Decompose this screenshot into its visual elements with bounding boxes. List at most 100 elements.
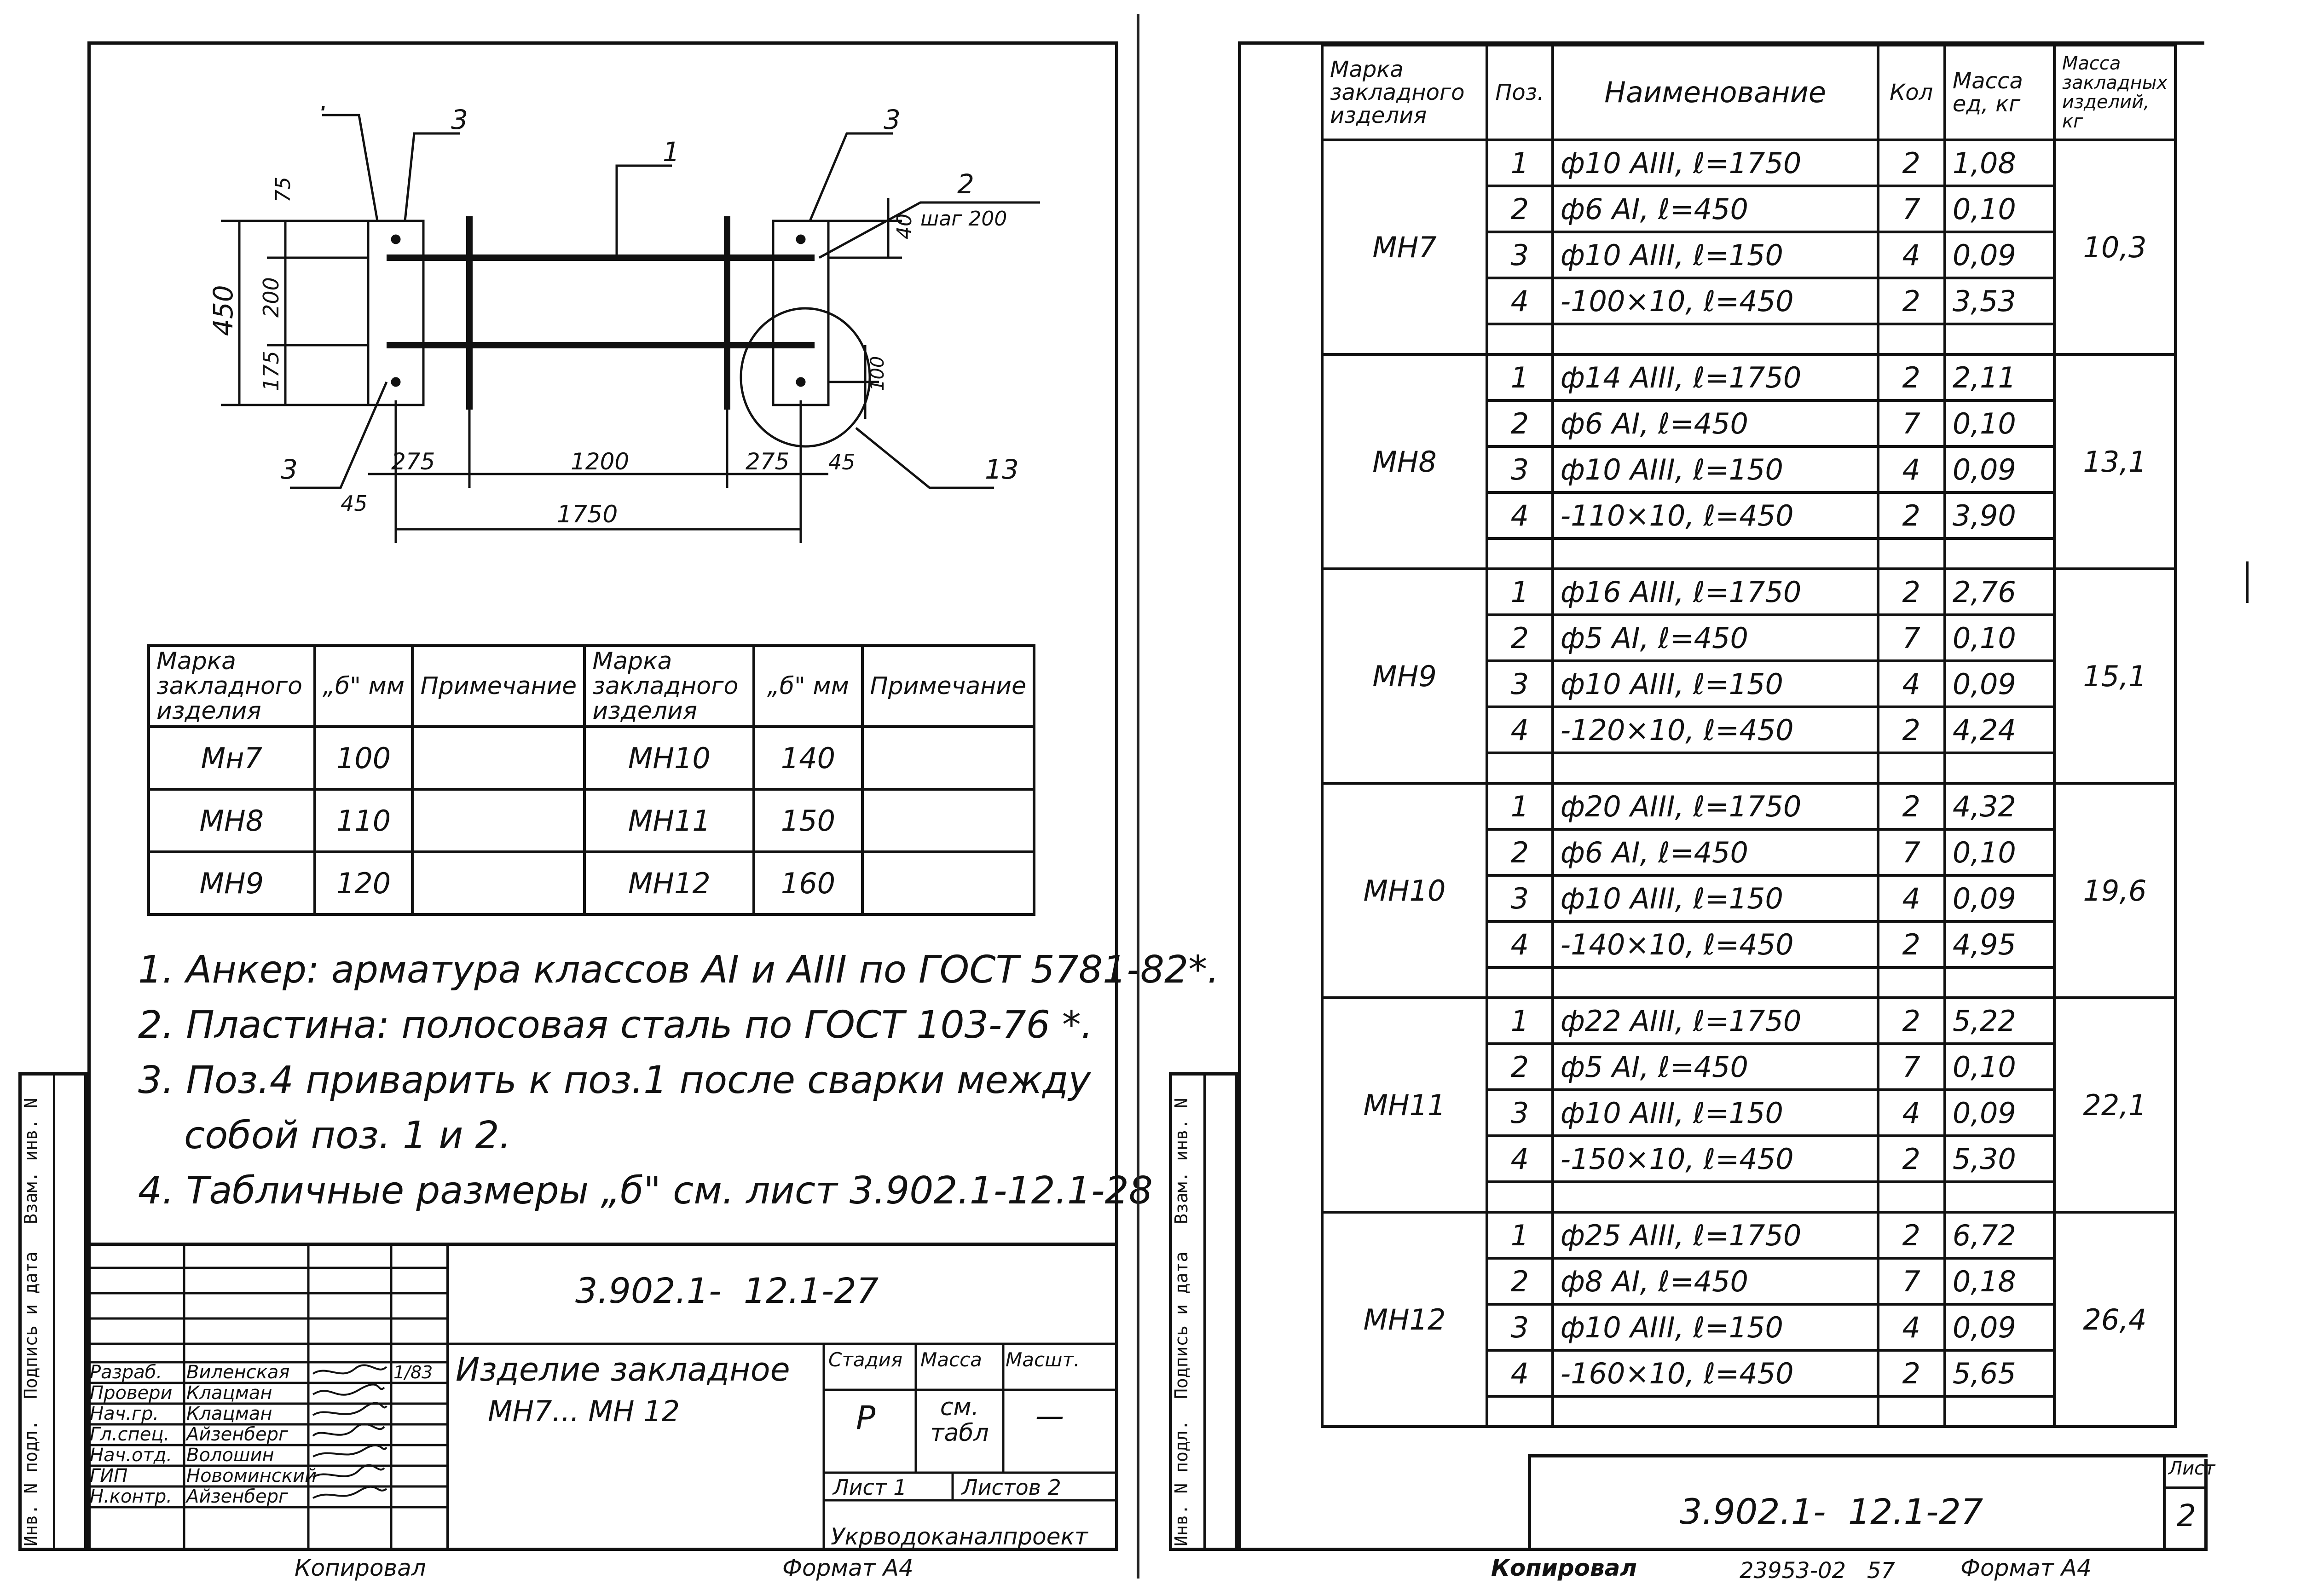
spec-unit-mass: 0,09 bbox=[1943, 1088, 2056, 1137]
stamp-title-line2: МН7... МН 12 bbox=[488, 1394, 680, 1428]
th-mark-1: Марка закладного изделия bbox=[147, 644, 316, 728]
spec-unit-mass: 1,08 bbox=[1943, 139, 2056, 187]
spec-name: -100×10, ℓ=450 bbox=[1551, 277, 1879, 325]
stamp-roles: Разраб. Провери Нач.гр. Гл.спец. Нач.отд… bbox=[90, 1362, 173, 1507]
callout-3a: 3 bbox=[451, 106, 468, 135]
left-side-label-inv: Инв. N подл. bbox=[21, 1420, 41, 1546]
spec-unit-mass: 0,10 bbox=[1943, 828, 2056, 877]
table-row-spacer bbox=[1322, 323, 2175, 356]
stamp-sheets-label: Листов 2 bbox=[962, 1475, 1061, 1500]
spec-pos: 2 bbox=[1486, 399, 1554, 448]
right-footer-code: 23953-02 57 bbox=[1740, 1558, 1895, 1584]
table-row-spacer bbox=[1322, 537, 2175, 570]
left-side-label-sign: Подпись и дата bbox=[21, 1251, 41, 1399]
spec-unit-mass: 5,30 bbox=[1943, 1134, 2056, 1183]
spec-pos: 3 bbox=[1486, 874, 1554, 923]
left-footer-format: Формат А4 bbox=[782, 1555, 913, 1581]
right-footer-format: Формат А4 bbox=[1960, 1555, 2092, 1581]
dim-275a: 275 bbox=[391, 448, 435, 475]
spec-name: ф8 АI, ℓ=450 bbox=[1551, 1257, 1879, 1306]
dim-200: 200 bbox=[259, 277, 283, 318]
spec-qty: 2 bbox=[1876, 139, 1946, 187]
spec-name: -160×10, ℓ=450 bbox=[1551, 1349, 1879, 1398]
table-row-spacer bbox=[1322, 752, 2175, 785]
spacer-cell bbox=[1943, 1395, 2056, 1428]
right-footer-copied: Копировал bbox=[1491, 1555, 1637, 1581]
spec-mark: МН8 bbox=[1321, 353, 1488, 570]
spec-pos: 2 bbox=[1486, 1257, 1554, 1306]
spec-qty: 4 bbox=[1876, 231, 1946, 279]
right-sheet-bottom-edge bbox=[1238, 1548, 2208, 1551]
note-3: 3. Поз.4 приварить к поз.1 после сварки … bbox=[138, 1058, 1091, 1102]
stamp-mass-value: см. табл bbox=[930, 1394, 989, 1447]
th-mark-2: Марка закладного изделия bbox=[583, 644, 756, 728]
spec-qty: 2 bbox=[1876, 1349, 1946, 1398]
spacer-cell bbox=[1876, 1395, 1946, 1428]
table-row-spacer bbox=[1322, 966, 2175, 999]
spec-pos: 3 bbox=[1486, 445, 1554, 494]
spacer-cell bbox=[1486, 323, 1554, 356]
spec-pos: 4 bbox=[1486, 1349, 1554, 1398]
dim-450: 450 bbox=[208, 285, 239, 336]
mark-thickness-table: Марка закладного изделия „б" мм Примечан… bbox=[147, 644, 1035, 916]
spacer-cell bbox=[1486, 537, 1554, 570]
spec-total-mass: 15,1 bbox=[2052, 567, 2177, 785]
spec-pos: 1 bbox=[1486, 353, 1554, 402]
spec-pos: 4 bbox=[1486, 920, 1554, 969]
spec-name: -110×10, ℓ=450 bbox=[1551, 491, 1879, 540]
scan-mark bbox=[2246, 561, 2249, 603]
th-b-1: „б" мм bbox=[313, 644, 414, 728]
right-stamp-sheet-cell bbox=[2163, 1454, 2208, 1551]
stamp-sheet-label: Лист 1 bbox=[833, 1475, 907, 1500]
spec-qty: 7 bbox=[1876, 828, 1946, 877]
spec-pos: 4 bbox=[1486, 491, 1554, 540]
spec-pos: 1 bbox=[1486, 139, 1554, 187]
right-sheet-number: 2 bbox=[2177, 1498, 2196, 1533]
spec-qty: 2 bbox=[1876, 705, 1946, 754]
spec-th-unit-mass: Масса ед, кг bbox=[1943, 44, 2056, 141]
spec-name: ф20 АIII, ℓ=1750 bbox=[1551, 782, 1879, 831]
callout-2: 2 bbox=[957, 168, 974, 200]
spec-qty: 2 bbox=[1876, 567, 1946, 616]
th-b-2: „б" мм bbox=[752, 644, 864, 728]
spec-name: ф10 АIII, ℓ=150 bbox=[1551, 445, 1879, 494]
spacer-cell bbox=[1943, 752, 2056, 785]
spec-qty: 4 bbox=[1876, 659, 1946, 708]
note-2: 2. Пластина: полосовая сталь по ГОСТ 103… bbox=[138, 1003, 1093, 1047]
spacer-cell bbox=[1876, 323, 1946, 356]
spacer-cell bbox=[1876, 1180, 1946, 1214]
spec-name: -140×10, ℓ=450 bbox=[1551, 920, 1879, 969]
stamp-date: 1/83 bbox=[393, 1362, 433, 1382]
spacer-cell bbox=[1551, 752, 1879, 785]
spec-unit-mass: 0,09 bbox=[1943, 231, 2056, 279]
spec-unit-mass: 2,11 bbox=[1943, 353, 2056, 402]
title-block bbox=[87, 1243, 1118, 1554]
anchor-plate-drawing: 4 3 1 3 2 шаг 200 3 13 75 200 175 450 40… bbox=[208, 106, 1040, 543]
note-1: 1. Анкер: арматура классов АI и АIII по … bbox=[138, 948, 1220, 992]
spacer-cell bbox=[1486, 1180, 1554, 1214]
spec-qty: 2 bbox=[1876, 1134, 1946, 1183]
spec-unit-mass: 2,76 bbox=[1943, 567, 2056, 616]
spec-qty: 2 bbox=[1876, 920, 1946, 969]
spacer-cell bbox=[1551, 1395, 1879, 1428]
spec-unit-mass: 0,09 bbox=[1943, 1303, 2056, 1352]
note-3-cont: собой поз. 1 и 2. bbox=[184, 1114, 511, 1157]
spec-unit-mass: 0,09 bbox=[1943, 445, 2056, 494]
spacer-cell bbox=[1486, 1395, 1554, 1428]
spec-qty: 7 bbox=[1876, 185, 1946, 233]
callout-13: 13 bbox=[985, 454, 1019, 485]
spacer-cell bbox=[1551, 537, 1879, 570]
spec-pos: 1 bbox=[1486, 1211, 1554, 1260]
dim-175: 175 bbox=[259, 351, 283, 391]
right-sheet-right-edge bbox=[2204, 1459, 2208, 1551]
spec-total-mass: 10,3 bbox=[2052, 139, 2177, 356]
